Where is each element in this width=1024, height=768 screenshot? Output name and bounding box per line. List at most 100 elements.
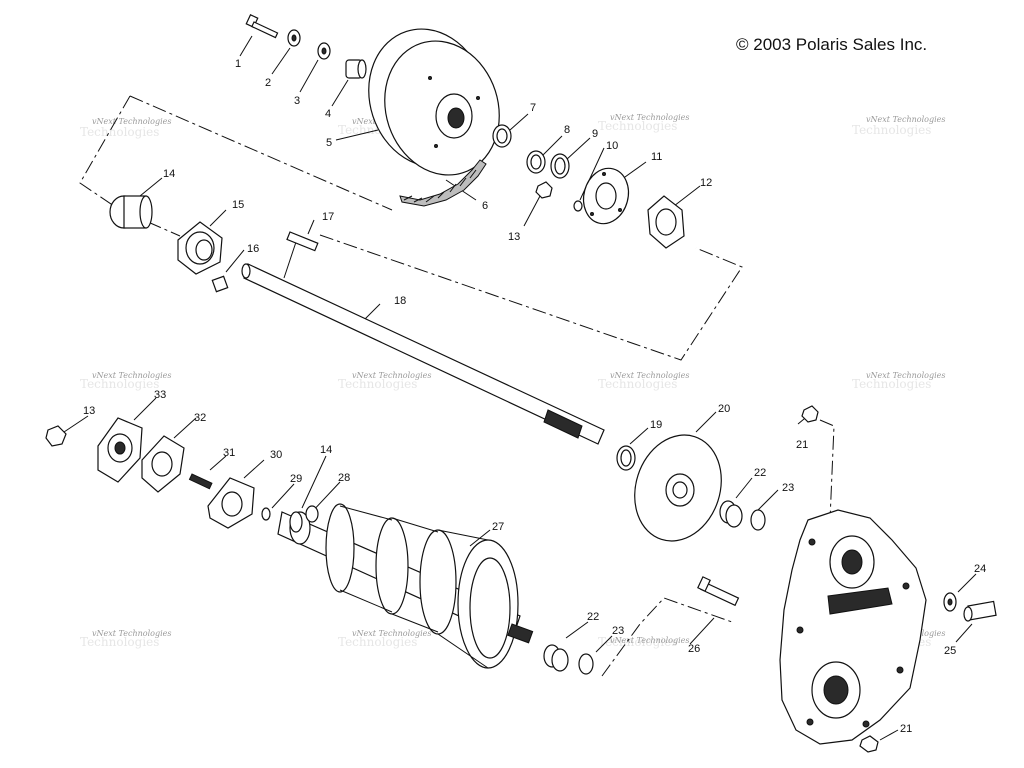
callout: 23 (612, 625, 624, 637)
bearing-22-lower (543, 644, 569, 672)
watermark-shadow: Technologies (338, 635, 417, 649)
callout: 1 (235, 58, 241, 70)
callout: 28 (338, 472, 350, 484)
watermark: vNext Technologies (866, 115, 945, 124)
spring-31 (188, 473, 213, 490)
chaincase-housing (779, 509, 927, 745)
watermark-shadow: Technologies (80, 125, 159, 139)
callout: 20 (718, 403, 730, 415)
shaft-18 (241, 263, 605, 445)
callout: 2 (265, 77, 271, 89)
bearing-plate-11 (582, 167, 630, 225)
washer-29 (261, 507, 271, 521)
callout: 7 (530, 102, 536, 114)
watermark: vNext Technologies (92, 117, 171, 126)
washer-3 (317, 42, 331, 60)
callout: 19 (650, 419, 662, 431)
seal-9 (550, 153, 570, 179)
washer-2 (287, 29, 301, 47)
gasket-32 (141, 435, 185, 493)
callout: 3 (294, 95, 300, 107)
callout: 32 (194, 412, 206, 424)
watermark-shadow: Technologies (338, 377, 417, 391)
callout: 22 (587, 611, 599, 623)
callout: 8 (564, 124, 570, 136)
bolt-26 (697, 576, 740, 607)
nut-13-upper (535, 181, 553, 199)
assembly-phantom-lines (79, 95, 835, 677)
nut-21-upper (801, 405, 819, 423)
bearing-8 (526, 150, 546, 174)
callout: 22 (754, 467, 766, 479)
callout: 11 (651, 151, 662, 163)
flange-15 (177, 221, 223, 275)
watermark: vNext Technologies (352, 629, 431, 638)
callout: 29 (290, 473, 302, 485)
callout: 14 (163, 168, 175, 180)
ring-19 (616, 445, 636, 471)
callout: 9 (592, 128, 598, 140)
bolt-1 (245, 13, 279, 39)
callout: 23 (782, 482, 794, 494)
watermark: vNext Technologies (352, 371, 431, 380)
callout: 26 (688, 643, 700, 655)
watermark: vNext Technologies (92, 371, 171, 380)
watermark: vNext Technologies (610, 636, 689, 645)
part-28 (305, 505, 319, 523)
callout: 21 (900, 723, 912, 735)
callout: 13 (83, 405, 95, 417)
flange-12 (647, 195, 685, 249)
watermark-shadow: Technologies (80, 635, 159, 649)
watermark: vNext Technologies (610, 113, 689, 122)
leader-lines (63, 35, 977, 741)
callout: 17 (322, 211, 334, 223)
bearing-housing-33 (97, 417, 143, 483)
bolt-25 (963, 600, 997, 622)
callout: 24 (974, 563, 986, 575)
watermark-shadow: Technologies (80, 377, 159, 391)
seal-7 (492, 124, 512, 148)
bolt-16 (211, 275, 229, 293)
callout: 6 (482, 200, 488, 212)
callout: 12 (700, 177, 712, 189)
callout: 27 (492, 521, 504, 533)
callout: 13 (508, 231, 520, 243)
callout: 21 (796, 439, 808, 451)
bearing-14-lower (289, 511, 303, 533)
watermark-shadow: Technologies (852, 377, 931, 391)
seal-23-upper (750, 509, 766, 531)
callout: 10 (606, 140, 618, 152)
watermark-shadow: Technologies (598, 119, 677, 133)
key-17 (286, 231, 319, 252)
callout: 31 (223, 447, 235, 459)
callout: 15 (232, 199, 244, 211)
brake-disc-20 (634, 434, 722, 542)
washer-24 (943, 592, 957, 612)
watermark-shadow: Technologies (598, 377, 677, 391)
watermark: vNext Technologies (610, 371, 689, 380)
callout: 5 (326, 137, 332, 149)
seal-23-lower (578, 653, 594, 675)
watermark-shadow: Technologies (852, 123, 931, 137)
bushing-4 (345, 59, 367, 79)
chain-6 (399, 159, 487, 207)
washer-10 (573, 200, 583, 212)
watermark: vNext Technologies (92, 629, 171, 638)
driven-sprocket-5 (368, 28, 500, 176)
callout: 4 (325, 108, 331, 120)
drive-shaft-27 (277, 503, 534, 669)
copyright-notice: © 2003 Polaris Sales Inc. (736, 35, 927, 54)
watermark-shadow: Technologies (598, 635, 677, 649)
watermark: vNext Technologies (866, 371, 945, 380)
callout: 33 (154, 389, 166, 401)
bearing-14-upper (109, 195, 153, 229)
callout-labels: 1 2 3 4 5 6 7 8 9 10 11 12 13 14 15 16 1… (83, 58, 986, 735)
nut-21-lower (859, 735, 879, 753)
callout: 30 (270, 449, 282, 461)
callout: 14 (320, 444, 332, 456)
callout: 18 (394, 295, 406, 307)
callout: 25 (944, 645, 956, 657)
bearing-22-upper (719, 500, 743, 528)
flange-30 (207, 477, 255, 529)
